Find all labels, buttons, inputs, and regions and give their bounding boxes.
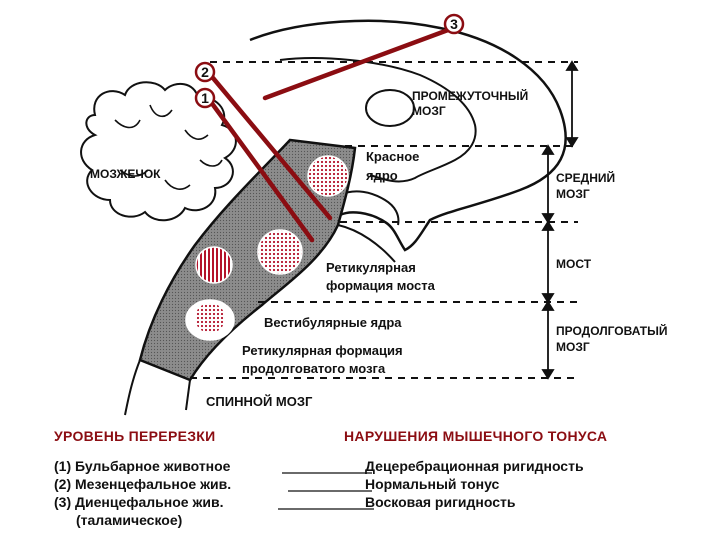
- label-medullary-rf-2: продолговатого мозга: [242, 361, 386, 376]
- row-disorder: Нормальный тонус: [365, 476, 500, 492]
- header-level: УРОВЕНЬ ПЕРЕРЕЗКИ: [54, 428, 216, 444]
- label-vestibular: Вестибулярные ядра: [264, 315, 402, 330]
- row-num: (2): [54, 476, 72, 492]
- row-num: (1): [54, 458, 72, 474]
- row-num: (3): [54, 494, 72, 510]
- label-pontine-rf-2: формация моста: [326, 278, 436, 293]
- label-midbrain-1: СРЕДНИЙ: [556, 170, 615, 185]
- svg-text:2: 2: [201, 64, 209, 80]
- row-level: Мезенцефальное жив.: [75, 476, 232, 492]
- spinal-cord-outline: [185, 379, 191, 411]
- label-pons: МОСТ: [556, 257, 592, 271]
- table-line-4: (таламическое): [76, 512, 183, 528]
- medullary-rf-striped: [195, 303, 225, 333]
- label-diencephalon-2: МОЗГ: [412, 104, 446, 118]
- table-row: (2) Мезенцефальное жив. Нормальный тонус: [54, 476, 499, 492]
- third-ventricle: [365, 89, 415, 127]
- cut-marker-2: 2: [194, 61, 216, 83]
- label-medulla-2: МОЗГ: [556, 340, 590, 354]
- row-level: Диенцефальное жив.: [75, 494, 224, 510]
- row-level: Бульбарное животное: [75, 458, 231, 474]
- thalamus-outline: [279, 57, 477, 183]
- table-row: (1) Бульбарное животное Децеребрационная …: [54, 458, 584, 474]
- label-diencephalon-1: ПРОМЕЖУТОЧНЫЙ: [412, 88, 528, 103]
- label-spinal-cord: СПИННОЙ МОЗГ: [206, 394, 313, 409]
- cut-lines: [205, 27, 451, 243]
- svg-text:3: 3: [450, 16, 458, 32]
- row-disorder: Децеребрационная ригидность: [365, 458, 584, 474]
- label-medulla-1: ПРОДОЛГОВАТЫЙ: [556, 323, 667, 338]
- label-red-nucleus-1: Красное: [366, 149, 419, 164]
- label-red-nucleus-2: ядро: [366, 168, 398, 183]
- cerebrum-outline: [249, 19, 567, 252]
- cerebellum: [80, 81, 237, 222]
- red-nucleus-dotted: [307, 155, 349, 197]
- table-row: (3) Диенцефальное жив. Восковая ригидност…: [54, 494, 515, 510]
- svg-text:1: 1: [201, 90, 209, 106]
- cut-marker-3: 3: [443, 13, 465, 35]
- label-cerebellum: МОЗЖЕЧОК: [90, 167, 161, 181]
- level-arrows: [541, 60, 579, 380]
- cut-marker-1: 1: [194, 87, 216, 109]
- pons-outline: [337, 224, 396, 263]
- row-disorder: Восковая ригидность: [365, 494, 516, 510]
- hypothalamus-outline: [339, 190, 400, 226]
- pontine-rf-dotted: [257, 229, 303, 275]
- header-disorder: НАРУШЕНИЯ МЫШЕЧНОГО ТОНУСА: [344, 428, 608, 444]
- pontine-rf-striped: [195, 246, 233, 284]
- label-pontine-rf-1: Ретикулярная: [326, 260, 416, 275]
- label-midbrain-2: МОЗГ: [556, 187, 590, 201]
- label-medullary-rf-1: Ретикулярная формация: [242, 343, 403, 358]
- cerebellum-folia: [114, 104, 223, 190]
- medulla-outline: [124, 359, 141, 416]
- level-lines: [190, 61, 578, 379]
